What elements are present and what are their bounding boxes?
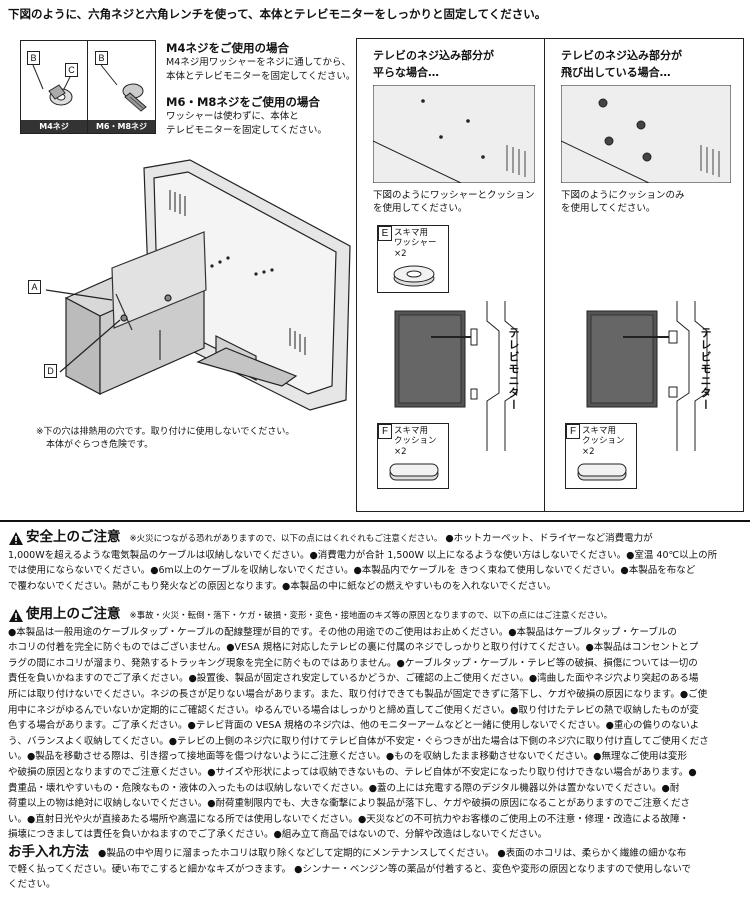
part-f-cushion-box-right: F スキマ用 クッション ×2 (565, 423, 637, 489)
usage-line: ●本製品は一般用途のケーブルタップ・ケーブルの配線整理が目的です。その他の用途で… (8, 626, 677, 638)
safety-line-1: ●ホットカーペット、ドライヤーなど消費電力が (445, 533, 653, 544)
part-tag-b: B (27, 51, 40, 65)
part-f-qty-left: ×2 (394, 447, 407, 457)
protruding-tv-back-diagram (561, 85, 731, 183)
label-d: D (44, 364, 57, 378)
usage-line: 責任を負いかねますのでご了承ください。●設置後、製品が固定され安定しているかどう… (8, 673, 699, 685)
care-line-3: ください。 (8, 879, 56, 891)
cushion-icon-right (577, 463, 627, 481)
m6-m8-line-2: テレビモニターを固定してください。 (166, 125, 327, 136)
label-a: A (28, 280, 41, 294)
screw-type-panels: テレビのネジ込み部分が 平らな場合… 下図のようにワッシャーとクッション を使用… (356, 38, 744, 512)
safety-lead: ※火災につながる恐れがありますので、以下の点にはくれぐれもご注意ください。 (129, 534, 443, 544)
part-f-cushion-box-left: F スキマ用 クッション ×2 (377, 423, 449, 489)
flat-side-section (394, 301, 518, 451)
usage-line: 用中にネジがゆるんでいないか定期的にご確認ください。ゆるんでいる場合はしっかりと… (8, 704, 699, 716)
part-e-letter: E (378, 226, 392, 241)
usage-line: 損壊につきましては責任を負いかねますのでご了承ください。●組み立て商品ではないの… (8, 829, 548, 841)
care-line-1: ●製品の中や周りに溜まったホコリは取り除くなどして定期的にメンテナンスしてくださ… (98, 848, 687, 859)
usage-line: ラグの間にホコリが溜まり、発熱するトラッキング現象を完全に防ぐものではありません… (8, 657, 698, 669)
flat-panel-title-1: テレビのネジ込み部分が (373, 49, 494, 62)
usage-line: 所には取り付けないでください。ネジの長さが足りない場合があります。また、取り付け… (8, 688, 708, 700)
protruding-side-section (586, 301, 708, 451)
safety-line-4: で覆わないでください。熱がこもり発火などの原因となります。●本製品の中に紙などの… (8, 580, 556, 592)
vent-note: ※下の穴は排熱用の穴です。取り付けに使用しないでください。 本体がぐらつき危険で… (36, 426, 294, 452)
screw-icons (32, 64, 147, 112)
usage-line: い。●製品を移動させる際は、引き摺って接地面等を傷つけないようにご注意ください。… (8, 751, 687, 763)
vent-note-line-1: ※下の穴は排熱用の穴です。取り付けに使用しないでください。 (36, 427, 295, 437)
usage-line: 貴重品・壊れやすいもの・危険なもの・液体の入ったものは収納しないでください。●蓋… (8, 782, 680, 794)
flat-tv-back-diagram (373, 85, 535, 183)
flat-panel-desc-2: を使用してください。 (373, 203, 468, 214)
usage-line: い。●直射日光や火が直接あたる場所や高温になる所では使用しないでください。●天災… (8, 813, 690, 825)
care-title: お手入れ方法 (8, 844, 89, 860)
protruding-panel-title-1: テレビのネジ込み部分が (561, 49, 682, 62)
safety-section: 安全上のご注意 ※火災につながる恐れがありますので、以下の点にはくれぐれもご注意… (8, 529, 744, 594)
flat-panel-desc-1: 下図のようにワッシャーとクッション (373, 190, 535, 201)
warning-icon-2 (9, 609, 23, 622)
parts-box: B C B M4ネジ M6・M8ネジ (20, 40, 156, 134)
part-f-qty-right: ×2 (582, 447, 595, 457)
m4-line-2: 本体とテレビモニターを固定してください。 (166, 71, 356, 82)
flat-panel-title-2: 平らな場合… (373, 66, 439, 79)
part-e-name-2: ワッシャー (394, 238, 437, 248)
part-f-name-right: スキマ用 (582, 426, 617, 436)
usage-title: 使用上のご注意 (26, 606, 121, 622)
protruding-tv-label: テレビモニター (699, 327, 712, 411)
section-divider (0, 520, 750, 522)
intro-instruction: 下図のように、六角ネジと六角レンチを使って、本体とテレビモニターをしっかりと固定… (8, 7, 547, 21)
part-tag-c: C (65, 63, 78, 77)
usage-section: 使用上のご注意 ※事故・火災・転倒・落下・ケガ・破損・変形・変色・接地面のキズ等… (8, 606, 744, 843)
m6-m8-heading: M6・M8ネジをご使用の場合 (166, 95, 320, 109)
warning-icon (9, 532, 23, 545)
part-e-qty: ×2 (394, 249, 407, 259)
part-f-letter-left: F (378, 424, 392, 439)
safety-line-2: 1,000Wを超えるような電気製品のケーブルは収納しないでください。●消費電力が… (8, 549, 718, 561)
flat-tv-label: テレビモニター (507, 327, 520, 411)
part-e-washer-box: E スキマ用 ワッシャー ×2 (377, 225, 449, 293)
usage-line: 荷重以上の物は絶対に収納しないでください。●耐荷重制限内でも、大きな衝撃により製… (8, 798, 691, 810)
washer-icon (393, 265, 435, 287)
safety-title: 安全上のご注意 (26, 529, 121, 545)
safety-line-3: では使用にならないでください。●6m以上のケーブルを収納しないでください。●本製… (8, 565, 696, 577)
protruding-panel-title-2: 飛び出している場合… (561, 66, 671, 79)
m6-m8-line-1: ワッシャーは使わずに、本体と (166, 111, 299, 122)
tv-mount-illustration (45, 159, 351, 411)
m4-line-1: M4ネジ用ワッシャーをネジに通してから、 (166, 57, 351, 68)
part-f-name-left: スキマ用 (394, 426, 429, 436)
care-line-2: で軽く払ってください。硬い布でこすると細かなキズがつきます。 ●シンナー・ベンジ… (8, 863, 691, 875)
m4-heading: M4ネジをご使用の場合 (166, 41, 289, 55)
m6-m8-screw-caption: M6・M8ネジ (88, 120, 155, 133)
part-tag-b-2: B (95, 51, 108, 65)
usage-lead: ※事故・火災・転倒・落下・ケガ・破損・変形・変色・接地面のキズ等の原因となります… (129, 611, 613, 621)
vent-note-line-2: 本体がぐらつき危険です。 (46, 440, 154, 450)
part-f-name2-right: クッション (582, 436, 625, 446)
part-f-letter-right: F (566, 424, 580, 439)
usage-line: や破損の原因となりますのでご注意ください。●サイズや形状によっては収納できないも… (8, 766, 697, 778)
part-f-name2-left: クッション (394, 436, 437, 446)
care-section: お手入れ方法 ●製品の中や周りに溜まったホコリは取り除くなどして定期的にメンテナ… (8, 844, 744, 893)
protruding-panel-desc-2: を使用してください。 (561, 203, 656, 214)
protruding-panel-desc-1: 下図のようにクッションのみ (561, 190, 685, 201)
part-e-name: スキマ用 (394, 228, 429, 238)
usage-line: ホコリの付着を完全に防ぐものではございません。●VESA 規格に対応したテレビの… (8, 642, 699, 654)
cushion-icon-left (389, 463, 439, 481)
usage-line: う、バランスよく収納してください。●テレビの上側のネジ穴に取り付けてテレビ自体が… (8, 735, 709, 747)
usage-line: 色する場合があります。ご了承ください。●テレビ背面の VESA 規格のネジ穴は、… (8, 720, 700, 732)
m4-screw-caption: M4ネジ (21, 120, 87, 133)
